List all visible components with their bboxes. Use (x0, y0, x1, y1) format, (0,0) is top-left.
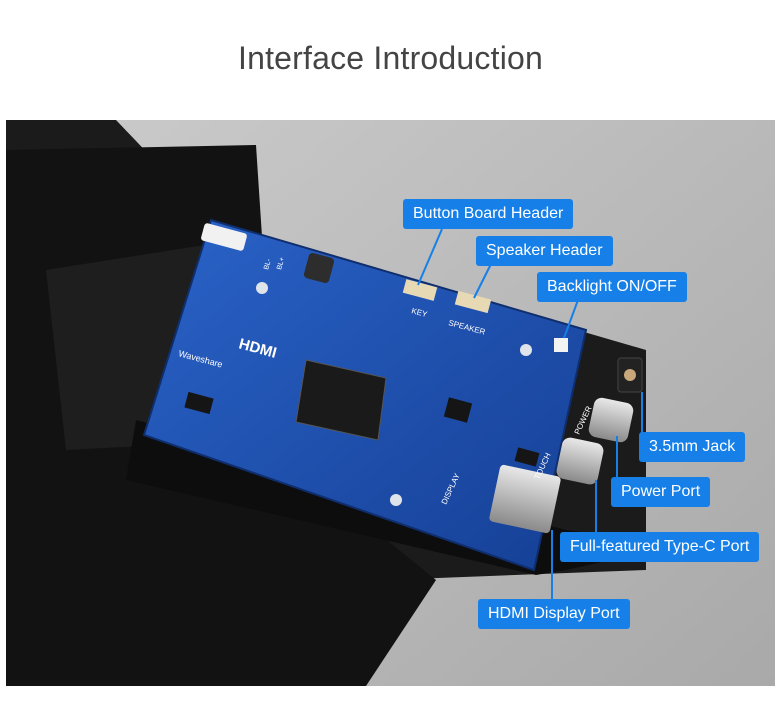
callout-backlight: Backlight ON/OFF (537, 272, 687, 302)
silk-key: KEY (410, 306, 428, 319)
callout-type-c: Full-featured Type-C Port (560, 532, 760, 562)
silk-bl-plus: BL+ (276, 256, 286, 270)
callout-jack: 3.5mm Jack (639, 432, 746, 462)
inductor (303, 252, 335, 284)
speaker-header (454, 290, 492, 314)
bl-header (201, 223, 247, 251)
leader-speaker (473, 261, 493, 299)
mount-hole-3 (390, 494, 402, 506)
callout-speaker-header: Speaker Header (476, 236, 613, 266)
chip-small-1 (184, 391, 214, 415)
mount-hole-1 (256, 282, 268, 294)
type-c-port (556, 437, 604, 485)
leader-backlight (563, 299, 579, 339)
power-port (588, 397, 634, 443)
main-chip (295, 359, 387, 441)
backlight-switch (554, 338, 568, 352)
callout-hdmi: HDMI Display Port (478, 599, 630, 629)
callout-button-board-header: Button Board Header (403, 199, 574, 229)
silk-bl-minus: BL- (263, 258, 273, 271)
audio-jack-ring (624, 369, 636, 381)
mount-hole-2 (520, 344, 532, 356)
page-title: Interface Introduction (237, 40, 544, 76)
leader-button-board (417, 228, 443, 286)
callout-power-port: Power Port (611, 477, 711, 507)
chip-small-3 (514, 447, 540, 467)
chip-small-2 (443, 397, 473, 423)
key-header (402, 279, 438, 301)
product-photo: HDMI Waveshare KEY SPEAKER DISPLAY TOUCH… (6, 120, 775, 686)
hdmi-port (489, 464, 561, 534)
